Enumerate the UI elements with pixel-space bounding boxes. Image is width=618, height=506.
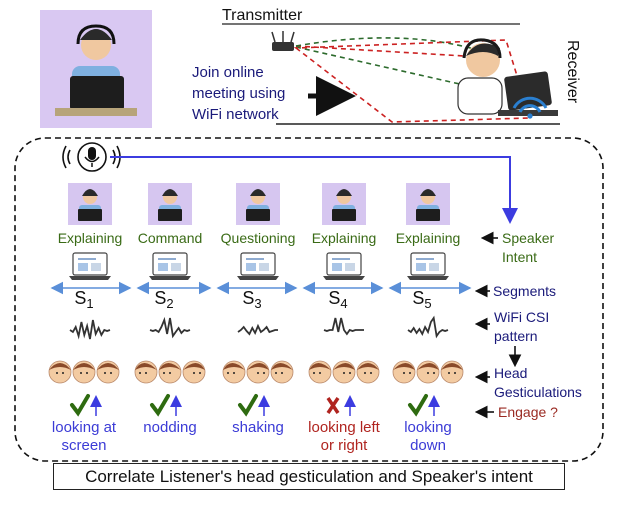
listener-head-icon: [332, 360, 356, 384]
legend-head-1: Head: [494, 365, 527, 381]
wifi-icon: [512, 96, 548, 119]
listener-head-icon: [416, 360, 440, 384]
speaker-thumbnail-4: [322, 183, 366, 225]
head-cluster-4: [308, 360, 380, 384]
gesture-label-4-1: looking left: [308, 419, 381, 436]
legend-speaker-intent-2: Intent: [502, 249, 537, 265]
listener-head-icon: [48, 360, 72, 384]
footer-text: Correlate Listener's head gesticulation …: [85, 466, 533, 486]
signal-paths: [293, 37, 532, 123]
legend-engage: Engage ?: [498, 404, 558, 420]
legend-segments: Segments: [493, 283, 556, 299]
check-icon: [150, 394, 170, 417]
join-line-3: WiFi network: [192, 106, 279, 123]
legend-csi-1: WiFi CSI: [494, 309, 549, 325]
intent-label-2: Command: [138, 230, 203, 246]
gesture-label-4-2: or right: [321, 437, 369, 454]
speaker-illustration: [40, 10, 152, 128]
speaker-intent-labels: Explaining Command Questioning Explaining Ex…: [58, 230, 461, 246]
speaker-thumbnail-2: [148, 183, 192, 225]
listener-head-icon: [134, 360, 158, 384]
listener-head-icon: [222, 360, 246, 384]
listener-head-icon: [440, 360, 464, 384]
listener-head-icon: [270, 360, 294, 384]
router-icon: [271, 31, 295, 51]
speaker-thumbnails: [68, 183, 450, 225]
segment-label-4: S4: [328, 288, 347, 311]
intent-label-3: Questioning: [221, 230, 296, 246]
gesture-label-2-1: nodding: [143, 419, 196, 436]
listener-head-icon: [392, 360, 416, 384]
check-icon: [238, 394, 258, 417]
speaker-thumbnail-3: [236, 183, 280, 225]
listener-head-icon: [158, 360, 182, 384]
head-cluster-2: [134, 360, 206, 384]
head-cluster-5: [392, 360, 464, 384]
csi-wave-1: [69, 319, 111, 340]
segment-label-2: S2: [154, 288, 173, 311]
check-icon: [408, 394, 428, 417]
join-text: Join online meeting using WiFi network: [192, 64, 285, 123]
slide-laptop-1: [69, 252, 111, 280]
head-cluster-1: [48, 360, 120, 384]
listener-head-icon: [182, 360, 206, 384]
listener-head-icon: [356, 360, 380, 384]
segment-label-3: S3: [242, 288, 261, 311]
slide-laptop-2: [149, 252, 191, 280]
join-line-2: meeting using: [192, 85, 285, 102]
legend-csi-2: pattern: [494, 328, 538, 344]
listener-illustration: [457, 38, 558, 116]
head-cluster-3: [222, 360, 294, 384]
intent-label-1: Explaining: [58, 230, 123, 246]
microphone-icon: [62, 142, 121, 172]
segment-row: S1 S2 S3 S4 S5: [50, 281, 472, 311]
listener-head-icon: [246, 360, 270, 384]
slide-laptop-5: [407, 252, 449, 280]
join-line-1: Join online: [192, 64, 264, 81]
legend: Speaker Intent Segments WiFi CSI pattern…: [474, 230, 582, 420]
listener-head-icon: [96, 360, 120, 384]
csi-wave-4: [323, 317, 364, 336]
csi-wave-3: [237, 323, 278, 336]
listener-head-icon: [72, 360, 96, 384]
intent-label-4: Explaining: [312, 230, 377, 246]
slide-laptop-3: [237, 252, 279, 280]
csi-wave-2: [149, 316, 191, 339]
footer-caption: Correlate Listener's head gesticulation …: [53, 463, 565, 490]
csi-wave-5: [407, 315, 449, 339]
speaker-thumbnail-5: [406, 183, 450, 225]
listener-head-icon: [308, 360, 332, 384]
presentation-slides: [69, 252, 449, 280]
gesture-label-1-2: screen: [61, 437, 106, 454]
cross-icon: [326, 397, 340, 414]
transmitter-label: Transmitter: [222, 7, 303, 24]
speaker-thumbnail-1: [68, 183, 112, 225]
gesture-3: shaking: [232, 394, 284, 436]
receiver-label: Receiver: [564, 40, 581, 104]
slide-laptop-4: [323, 252, 365, 280]
csi-patterns: [69, 315, 449, 340]
speaker-audio-line: [110, 156, 518, 224]
gesture-label-5-1: looking: [404, 419, 452, 436]
segment-label-5: S5: [412, 288, 431, 311]
gesture-2: nodding: [143, 394, 197, 436]
gesture-label-1-1: looking at: [52, 419, 117, 436]
legend-speaker-intent-1: Speaker: [502, 230, 554, 246]
legend-head-2: Gesticulations: [494, 384, 582, 400]
segment-label-1: S1: [74, 288, 93, 311]
listener-heads: [48, 360, 464, 384]
gesture-label-3-1: shaking: [232, 419, 284, 436]
check-icon: [70, 394, 90, 417]
intent-label-5: Explaining: [396, 230, 461, 246]
gesture-label-5-2: down: [410, 437, 446, 454]
process-frame: [14, 137, 604, 462]
